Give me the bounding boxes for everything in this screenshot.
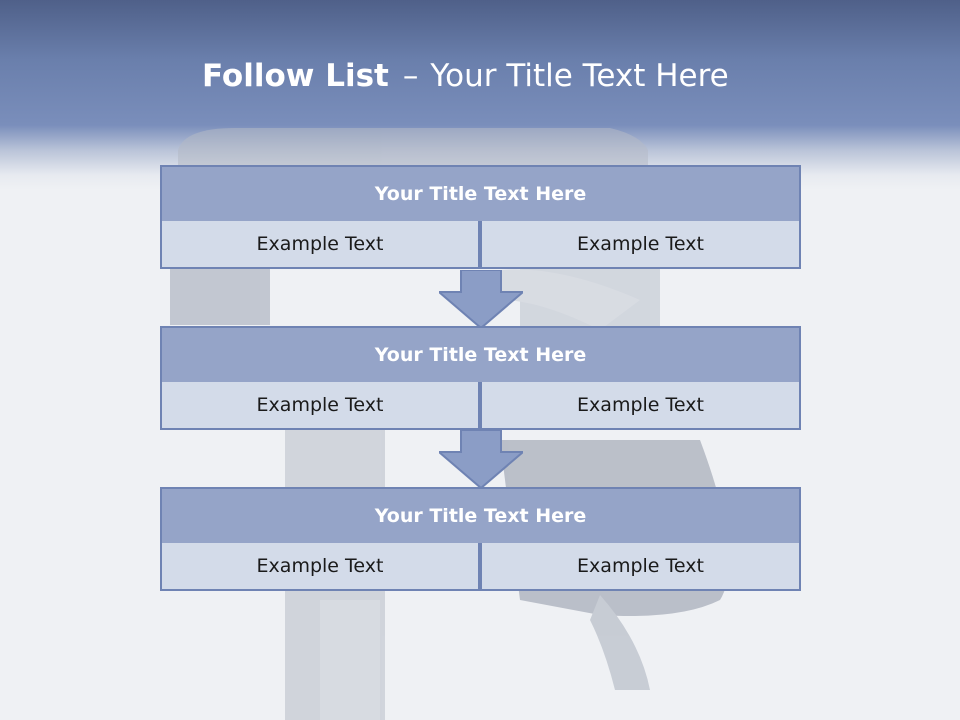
block-title: Your Title Text Here [160, 165, 801, 223]
block-cell-right: Example Text [480, 221, 801, 269]
block-cell-left: Example Text [160, 382, 480, 430]
block-title: Your Title Text Here [160, 326, 801, 384]
title-bold: Follow List [202, 58, 389, 94]
block-cell-left: Example Text [160, 543, 480, 591]
block-cell-left: Example Text [160, 221, 480, 269]
block-title: Your Title Text Here [160, 487, 801, 545]
down-arrow-icon [439, 270, 523, 330]
block-cell-right: Example Text [480, 382, 801, 430]
title-rest: Your Title Text Here [430, 58, 729, 94]
down-arrow-icon [439, 430, 523, 490]
slide-title: Follow List–Your Title Text Here [202, 54, 729, 98]
title-dash: – [402, 58, 419, 94]
block-cell-right: Example Text [480, 543, 801, 591]
